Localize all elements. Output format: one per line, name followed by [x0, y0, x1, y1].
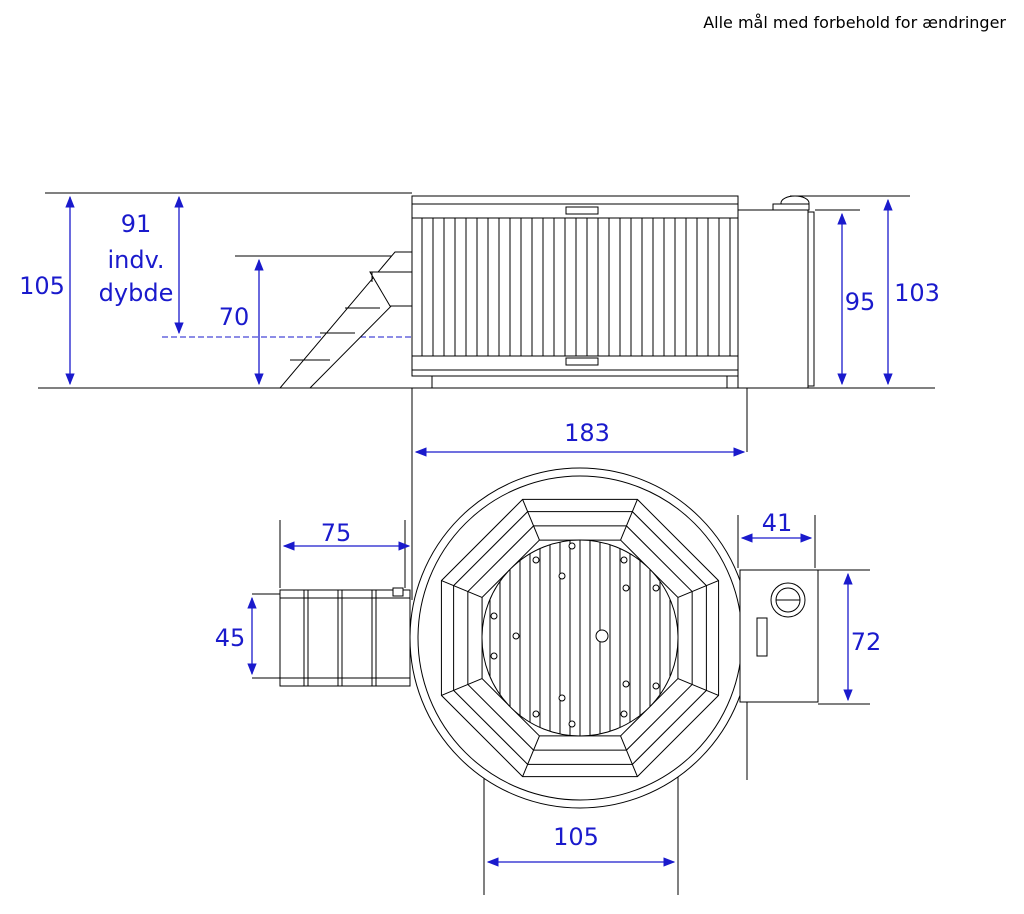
dim-heater-width: 72: [851, 628, 882, 656]
top-view: 183 75 41 45 72 105: [215, 388, 882, 895]
steps-side: [278, 251, 413, 389]
tub-side: [411, 195, 739, 389]
dim-heater-height: 95: [845, 288, 876, 316]
heater-top: [739, 569, 819, 703]
tub-top: [409, 467, 751, 809]
dim-inner-depth-line2: dybde: [99, 279, 174, 307]
disclaimer-note: Alle mål med forbehold for ændringer: [703, 13, 1006, 32]
dim-tub-diameter: 183: [564, 419, 610, 447]
dim-heater-total-height: 103: [894, 279, 940, 307]
heater-side: [737, 195, 815, 389]
dim-inner-depth-line1: indv.: [107, 246, 164, 274]
side-view: 105 91 indv. dybde 70 95 103: [19, 192, 940, 389]
steps-top: [279, 587, 411, 687]
dim-height-total: 105: [19, 272, 65, 300]
dim-inner-depth-value: 91: [121, 210, 152, 238]
dim-step-length: 75: [321, 519, 352, 547]
dim-heater-length: 41: [762, 509, 793, 537]
dim-step-width: 45: [215, 624, 246, 652]
dim-step-height: 70: [219, 303, 250, 331]
dim-bottom-diameter: 105: [553, 823, 599, 851]
